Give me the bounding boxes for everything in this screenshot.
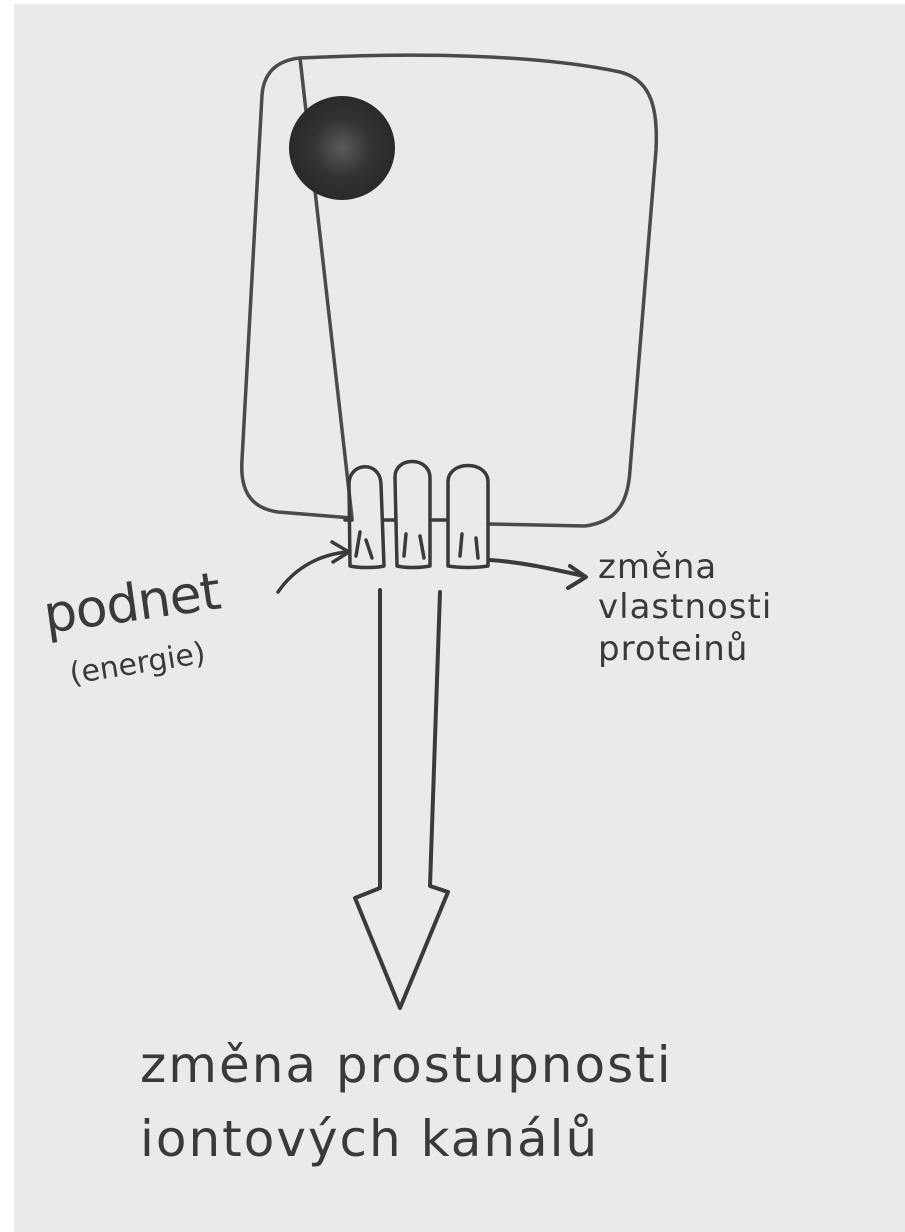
permeability-arrow — [355, 590, 448, 1008]
protein-change-label-line3: proteinů — [598, 632, 748, 666]
protein-change-arrow — [490, 560, 586, 588]
nucleus — [289, 96, 395, 200]
membrane-protein — [349, 467, 384, 568]
membrane-protein — [448, 466, 488, 568]
permeability-label-line1: změna prostupnosti — [140, 1040, 673, 1090]
stimulus-arrow — [278, 542, 349, 592]
membrane-protein — [395, 462, 430, 568]
permeability-label-line2: iontových kanálů — [140, 1114, 599, 1164]
membrane-proteins — [345, 462, 488, 568]
protein-change-label-line1: změna — [598, 550, 717, 584]
protein-change-label-line2: vlastnosti — [598, 590, 772, 624]
